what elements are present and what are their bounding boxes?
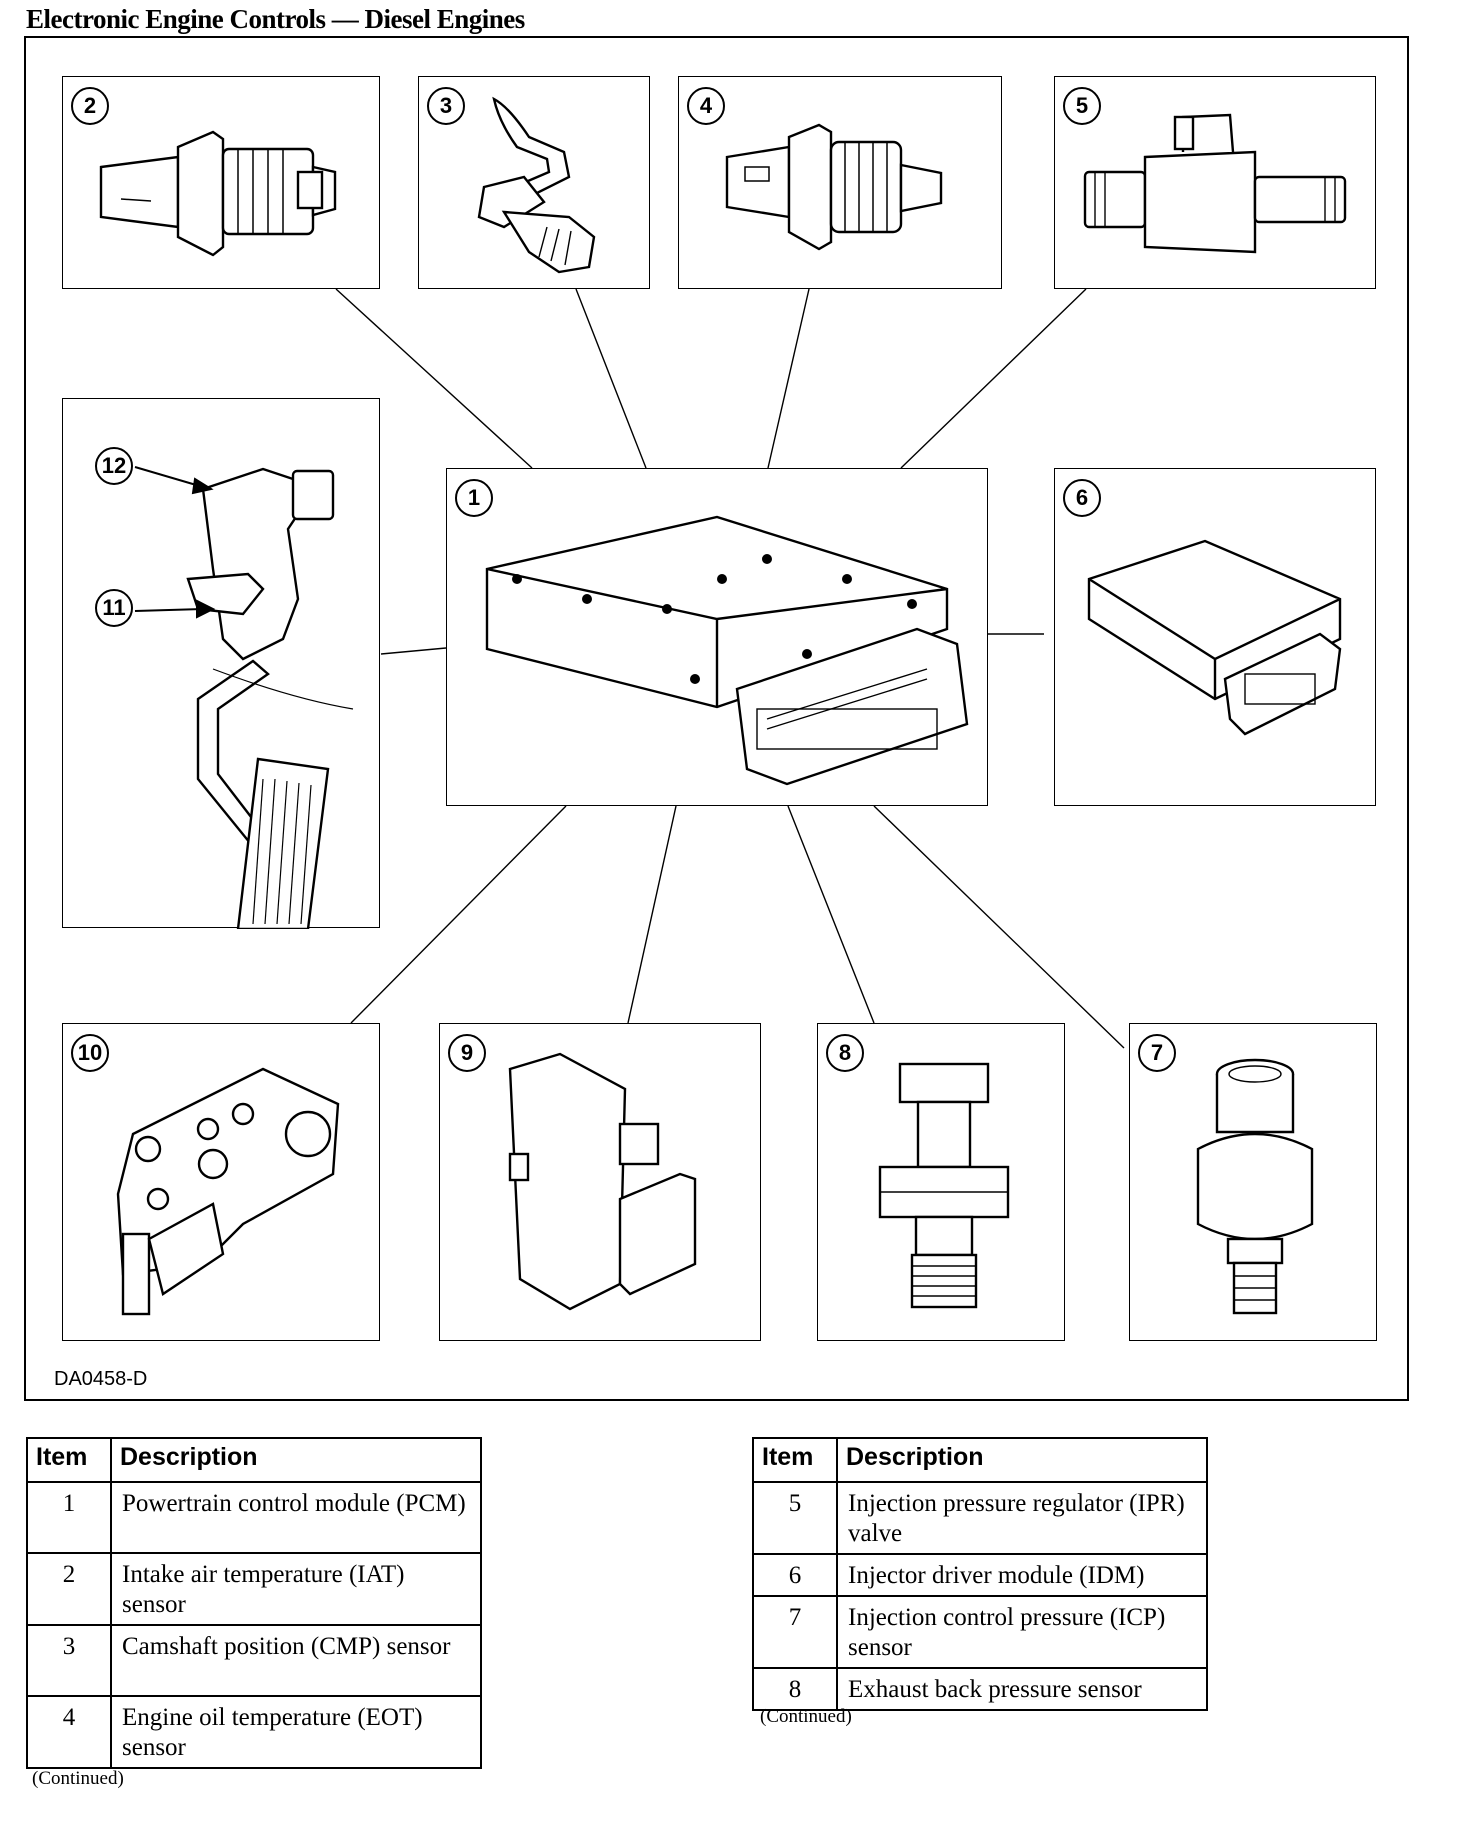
callout-9: 9 [448,1034,486,1072]
figure-code: DA0458-D [54,1368,148,1390]
eot-sensor-illustration [725,123,943,251]
column-header-item: Item [752,1437,838,1483]
panel-cmp-sensor: 3 [418,76,650,289]
continued-note-right: (Continued) [760,1706,852,1727]
item-number: 5 [752,1481,838,1555]
cmp-sensor-illustration [477,96,596,274]
component-10-illustration [116,1067,340,1316]
item-description: Powertrain control module (PCM) [110,1481,482,1554]
table-row: 4 Engine oil temperature (EOT) sensor [26,1695,482,1769]
callout-12: 12 [95,447,133,485]
panel-idm: 6 [1054,468,1376,806]
legend-table-left: Item Description 1 Powertrain control mo… [26,1437,482,1769]
column-header-description: Description [110,1437,482,1483]
component-figure: 2 3 [24,36,1409,1401]
callout-8: 8 [826,1034,864,1072]
panel-iat-sensor: 2 [62,76,380,289]
table-row: 3 Camshaft position (CMP) sensor [26,1624,482,1697]
item-number: 1 [26,1481,112,1554]
table-row: 7 Injection control pressure (ICP) senso… [752,1595,1208,1669]
item-description: Engine oil temperature (EOT) sensor [110,1695,482,1769]
item-number: 8 [752,1667,838,1711]
panel-icp-sensor: 7 [1129,1023,1377,1341]
continued-note-left: (Continued) [32,1768,124,1789]
panel-ebp-sensor: 8 [817,1023,1065,1341]
callout-2: 2 [71,87,109,125]
pcm-illustration [485,515,969,786]
component-9-illustration [508,1052,697,1311]
item-description: Injection control pressure (ICP) sensor [836,1595,1208,1669]
item-number: 7 [752,1595,838,1669]
callout-6: 6 [1063,479,1101,517]
callout-4: 4 [687,87,725,125]
callout-10: 10 [71,1034,109,1072]
callout-7: 7 [1138,1034,1176,1072]
panel-component-10: 10 [62,1023,380,1341]
table-row: 6 Injector driver module (IDM) [752,1553,1208,1597]
accelerator-pedal-illustration [134,466,354,929]
ipr-valve-illustration [1083,113,1347,254]
callout-3: 3 [427,87,465,125]
leader-lines [335,288,1125,1049]
item-description: Exhaust back pressure sensor [836,1667,1208,1711]
item-description: Intake air temperature (IAT) sensor [110,1552,482,1626]
iat-sensor-illustration [99,130,337,257]
panel-component-9: 9 [439,1023,761,1341]
item-description: Injection pressure regulator (IPR) valve [836,1481,1208,1555]
panel-ipr-valve: 5 [1054,76,1376,289]
item-description: Injector driver module (IDM) [836,1553,1208,1597]
panel-eot-sensor: 4 [678,76,1002,289]
table-row: 1 Powertrain control module (PCM) [26,1481,482,1554]
page-title: Electronic Engine Controls — Diesel Engi… [26,4,525,34]
item-number: 4 [26,1695,112,1769]
panel-pcm: 1 [446,468,988,806]
item-number: 2 [26,1552,112,1626]
item-description: Camshaft position (CMP) sensor [110,1624,482,1697]
item-number: 6 [752,1553,838,1597]
column-header-item: Item [26,1437,112,1483]
idm-illustration [1087,539,1342,736]
callout-1: 1 [455,479,493,517]
callout-11: 11 [95,589,133,627]
legend-table-right: Item Description 5 Injection pressure re… [752,1437,1208,1711]
icp-sensor-illustration [1196,1058,1314,1315]
column-header-description: Description [836,1437,1208,1483]
table-row: 2 Intake air temperature (IAT) sensor [26,1552,482,1626]
callout-5: 5 [1063,87,1101,125]
panel-accelerator-pedal: 12 11 [62,398,380,929]
item-number: 3 [26,1624,112,1697]
ebp-sensor-illustration [878,1062,1010,1309]
table-row: 5 Injection pressure regulator (IPR) val… [752,1481,1208,1555]
table-row: 8 Exhaust back pressure sensor [752,1667,1208,1711]
